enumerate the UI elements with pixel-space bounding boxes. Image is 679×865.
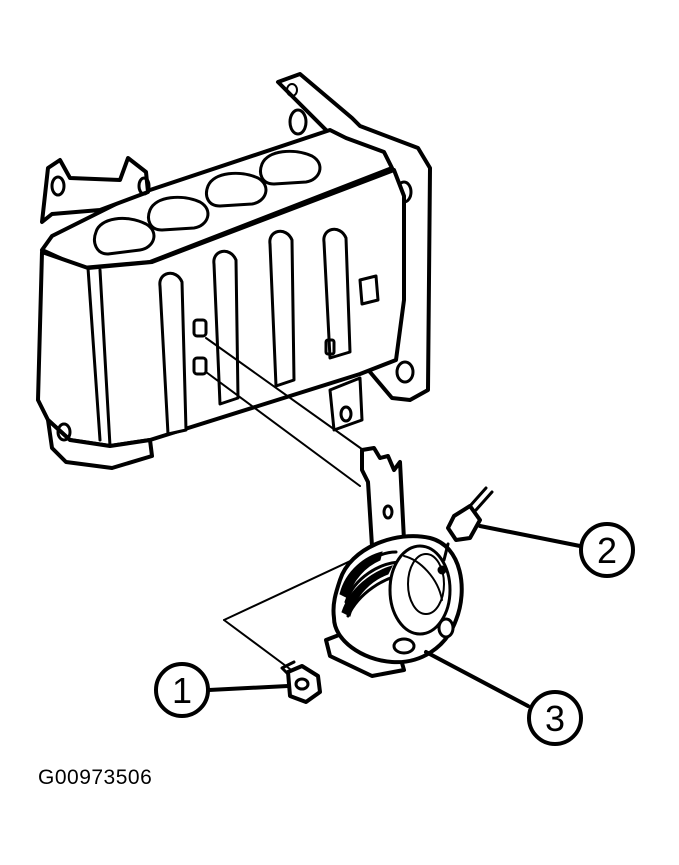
- horn-connector: [442, 486, 494, 562]
- callout-3-label: 3: [545, 698, 565, 739]
- callout-3: 3: [527, 690, 583, 746]
- callout-2: 2: [579, 522, 635, 578]
- radiator-support-structure: [36, 72, 432, 470]
- mounting-bolt: [280, 660, 322, 704]
- horn-bracket: [360, 446, 406, 558]
- callout-1: 1: [154, 662, 210, 718]
- callout-2-label: 2: [597, 530, 617, 571]
- callout-1-label: 1: [172, 670, 192, 711]
- callout-leaders: [207, 524, 582, 708]
- figure-id: G00973506: [38, 766, 153, 789]
- horn-assembly: [324, 534, 464, 678]
